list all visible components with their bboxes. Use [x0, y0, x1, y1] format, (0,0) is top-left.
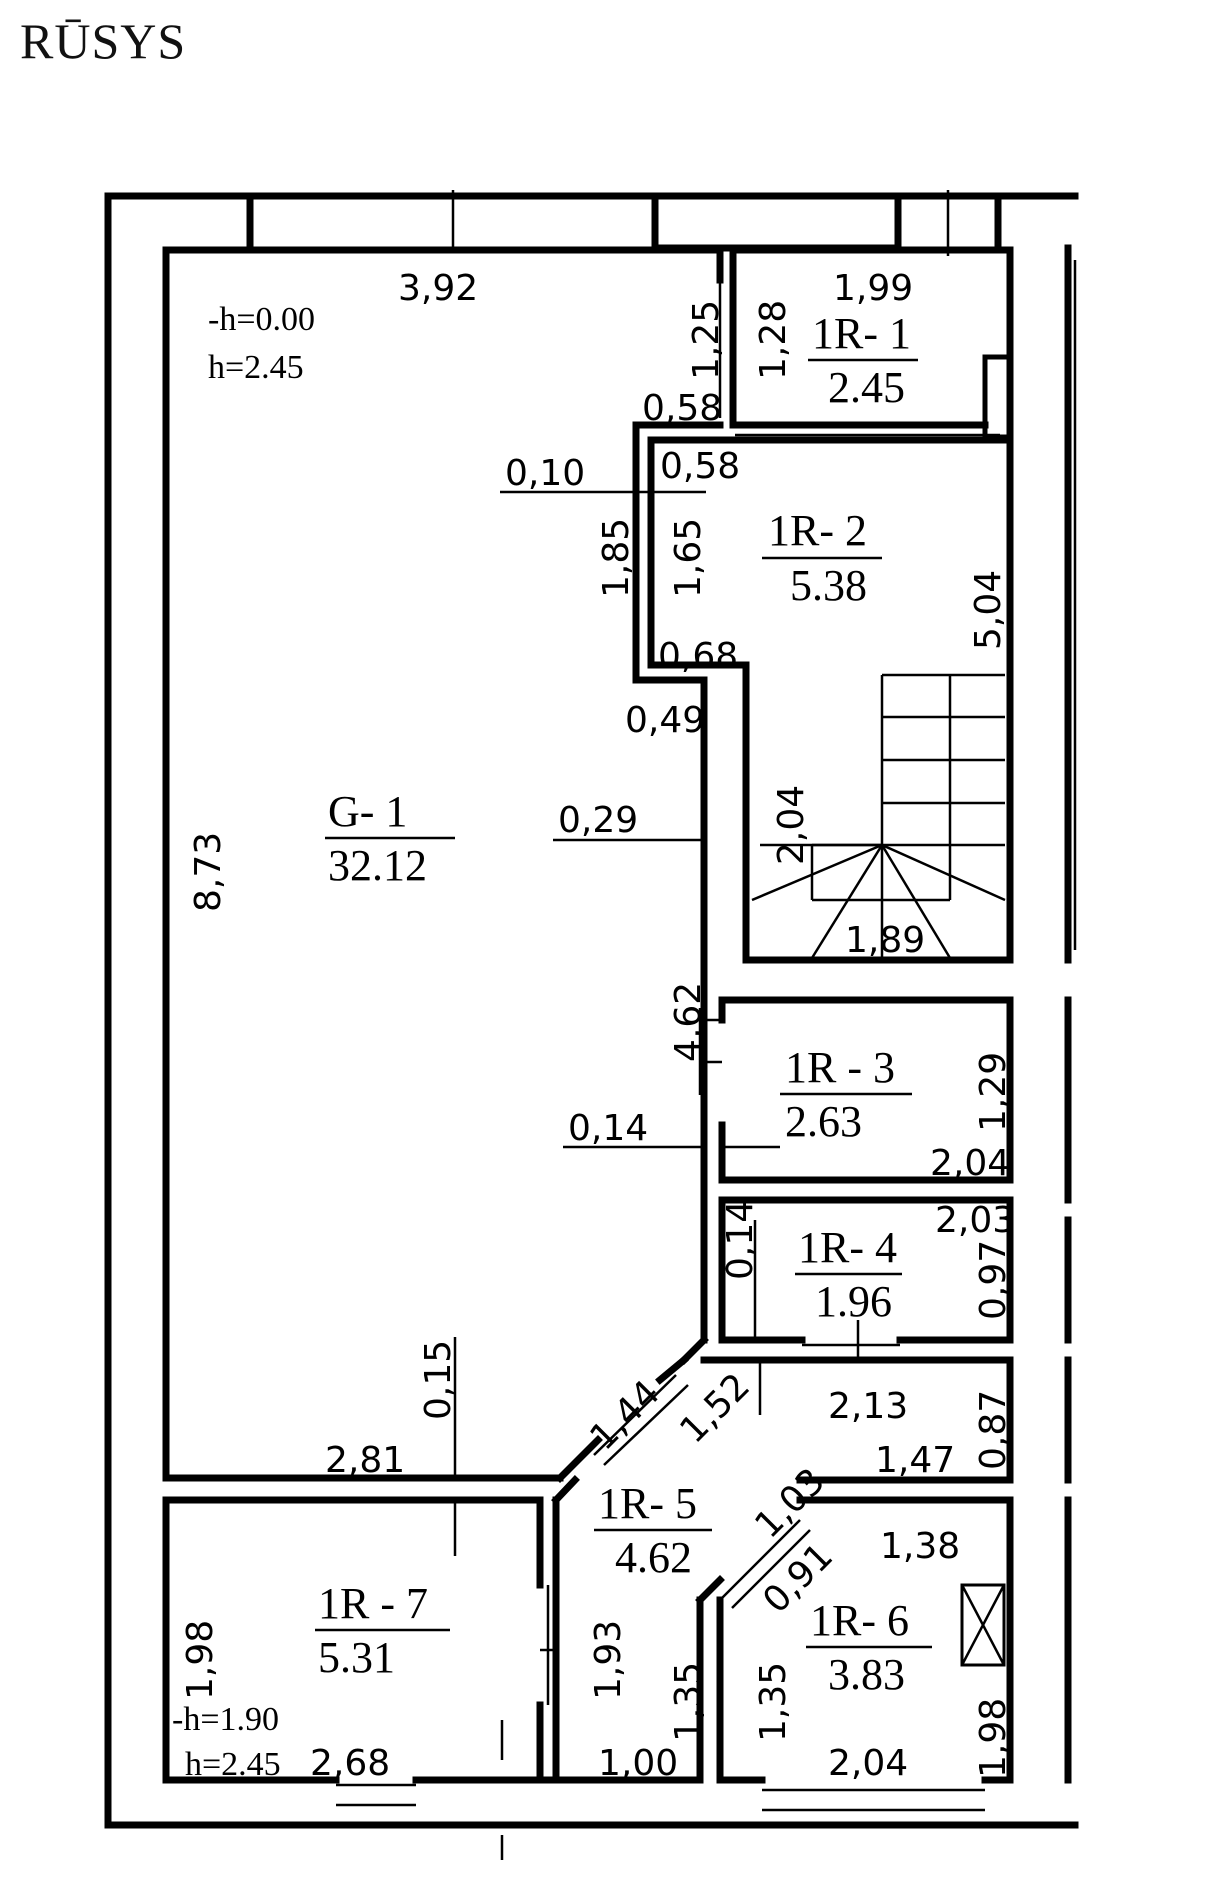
dim-label: 0,29	[558, 800, 638, 841]
dim-label: 1,89	[845, 920, 925, 961]
dim-label: 4,62	[668, 982, 709, 1062]
dim-label: 0,49	[625, 700, 705, 741]
room-g1-ceiling-height: h=2.45	[208, 349, 304, 386]
room-r4-area: 1.96	[815, 1277, 892, 1326]
outer-walls	[104, 190, 1079, 1829]
room-r2-code: 1R- 2	[768, 506, 867, 555]
room-r4-code: 1R- 4	[798, 1223, 897, 1272]
dim-label: 0,58	[642, 388, 722, 429]
room-r6: 1R- 6 3.83	[806, 1596, 932, 1699]
room-r3-code: 1R - 3	[785, 1043, 895, 1092]
room-r5-code: 1R- 5	[598, 1479, 697, 1528]
dim-label: 0,14	[720, 1200, 761, 1280]
room-r7-floor-height: -h=1.90	[172, 1701, 279, 1738]
room-r1: 1R- 1 2.45	[808, 309, 918, 412]
dimension-lines	[453, 490, 860, 1860]
dim-label: 2,04	[930, 1143, 1010, 1184]
dim-label: 1,47	[875, 1440, 955, 1481]
dim-label: 0,14	[568, 1108, 648, 1149]
room-g1-area: 32.12	[328, 841, 427, 890]
dim-label: 5,04	[968, 570, 1009, 650]
room-r1-code: 1R- 1	[812, 309, 911, 358]
dim-label: 2,68	[310, 1743, 390, 1784]
dim-label: 1,03	[747, 1461, 833, 1547]
dim-label: 1,52	[672, 1366, 758, 1452]
room-r7: 1R - 7 5.31 -h=1.90 h=2.45	[172, 1579, 450, 1783]
dim-label: 0,58	[660, 446, 740, 487]
dim-label: 1,93	[588, 1620, 629, 1700]
dim-label: 3,92	[398, 268, 478, 309]
dim-label: 1,65	[668, 518, 709, 598]
dim-label: 1,98	[973, 1698, 1014, 1778]
room-r5-area: 4.62	[615, 1533, 692, 1582]
dim-label: 1,29	[973, 1052, 1014, 1132]
dim-label: 1,25	[686, 300, 727, 380]
dim-label: 1,38	[880, 1526, 960, 1567]
dim-label: 2,13	[828, 1386, 908, 1427]
dim-label: 2,04	[828, 1743, 908, 1784]
page-title: RŪSYS	[20, 13, 187, 69]
room-r3-area: 2.63	[785, 1097, 862, 1146]
room-r4: 1R- 4 1.96	[795, 1223, 902, 1326]
dim-label: 0,15	[418, 1340, 459, 1420]
room-r6-area: 3.83	[828, 1650, 905, 1699]
room-g1-code: G- 1	[328, 787, 407, 836]
dim-label: 1,98	[180, 1620, 221, 1700]
dim-label: 1,85	[596, 518, 637, 598]
dim-label: 1,28	[753, 300, 794, 380]
room-labels: G- 1 32.12 -h=0.00 h=2.45 1R- 1 2.45 1R-…	[172, 301, 932, 1783]
dim-label: 2,04	[771, 785, 812, 865]
room-r5: 1R- 5 4.62	[594, 1479, 712, 1582]
room-r3: 1R - 3 2.63	[780, 1043, 912, 1146]
dim-label: 1,00	[598, 1743, 678, 1784]
dim-label: 8,73	[188, 832, 229, 912]
staircase	[751, 673, 1006, 959]
room-r7-ceiling-height: h=2.45	[185, 1746, 281, 1783]
room-r7-code: 1R - 7	[318, 1579, 428, 1628]
dim-label: 0,10	[505, 453, 585, 494]
dim-label: 0,87	[973, 1390, 1014, 1470]
dimension-labels: 3,92 1,25 1,28 1,99 0,58 0,58 0,10 1,85 …	[180, 268, 1015, 1784]
inner-walls	[162, 246, 1014, 1812]
room-g1-floor-height: -h=0.00	[208, 301, 315, 338]
dim-label: 1,35	[753, 1662, 794, 1742]
room-r6-code: 1R- 6	[810, 1596, 909, 1645]
room-r7-area: 5.31	[318, 1633, 395, 1682]
room-r2-area: 5.38	[790, 561, 867, 610]
dim-label: 1,35	[668, 1662, 709, 1742]
room-r1-area: 2.45	[828, 363, 905, 412]
dim-label: 0,68	[658, 636, 738, 677]
dim-label: 2,03	[935, 1200, 1015, 1241]
dim-label: 1,99	[833, 268, 913, 309]
room-r2: 1R- 2 5.38	[762, 506, 882, 610]
room-g1: G- 1 32.12 -h=0.00 h=2.45	[208, 301, 455, 890]
dim-label: 2,81	[325, 1440, 405, 1481]
dim-label: 0,97	[973, 1240, 1014, 1320]
